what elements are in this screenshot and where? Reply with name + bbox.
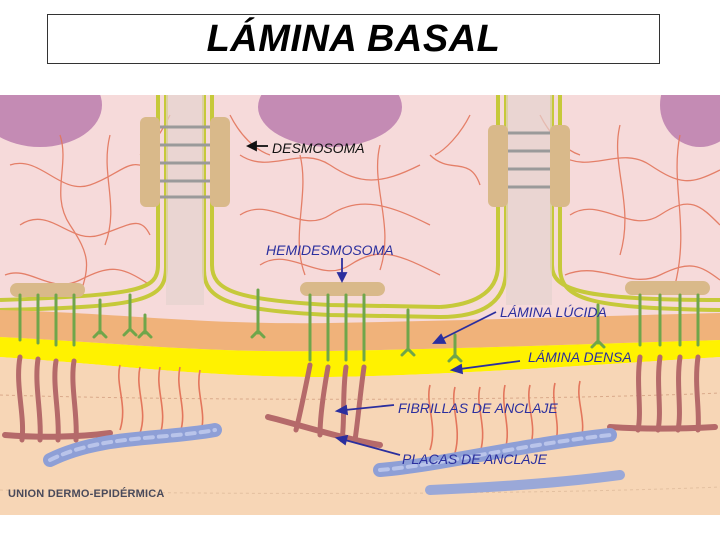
desmosome-left xyxy=(140,117,230,207)
anchoring-plaques xyxy=(2,414,718,448)
arrow-lamina-densa xyxy=(449,360,521,375)
arrow-lamina-lucida xyxy=(432,311,497,344)
nucleus-right xyxy=(660,95,720,147)
desmosome-right xyxy=(488,125,570,207)
membrane-center-left xyxy=(210,95,441,309)
label-hemidesmosoma: HEMIDESMOSOMA xyxy=(266,242,394,258)
cell-membranes xyxy=(0,95,720,319)
page-title: LÁMINA BASAL xyxy=(206,17,501,60)
label-lamina-lucida: LÁMINA LÚCIDA xyxy=(500,304,607,320)
arrow-hemidesmosoma xyxy=(336,258,348,284)
title-box: LÁMINA BASAL xyxy=(47,14,660,64)
lamina-lucida xyxy=(0,310,720,352)
membrane-right xyxy=(439,95,500,309)
label-placas-de-anclaje: PLACAS DE ANCLAJE xyxy=(402,451,547,467)
nucleus-left xyxy=(0,95,102,147)
collagen-bundles xyxy=(43,423,625,495)
label-fibrillas-de-anclaje: FIBRILLAS DE ANCLAJE xyxy=(398,400,558,416)
arrow-desmosoma xyxy=(245,140,268,152)
hemidesmosome-plates xyxy=(10,281,710,297)
arrow-placas xyxy=(334,434,401,456)
figure-caption: UNION DERMO-EPIDÉRMICA xyxy=(8,488,165,500)
membrane-left xyxy=(0,95,160,302)
anchoring-filaments xyxy=(18,288,700,363)
basal-lamina-diagram xyxy=(0,95,720,515)
label-desmosoma: DESMOSOMA xyxy=(272,140,365,156)
label-lamina-densa: LÁMINA DENSA xyxy=(528,349,632,365)
nucleus-center xyxy=(258,95,402,147)
arrow-fibrillas xyxy=(334,404,395,416)
